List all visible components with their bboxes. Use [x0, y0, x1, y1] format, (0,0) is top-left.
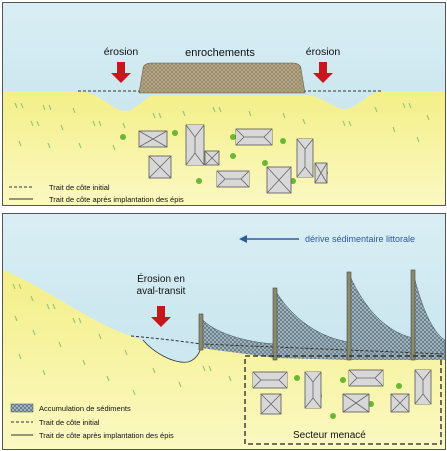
- erosion-arrow-icon: [313, 62, 333, 83]
- enrochements-mound: [138, 62, 306, 94]
- erosion-label-line2: aval-transit: [137, 286, 186, 297]
- top-diagram: enrochements érosion érosion: [3, 3, 445, 205]
- sector-label: Secteur menacé: [293, 430, 366, 441]
- erosion-arrow-icon: [151, 306, 171, 327]
- top-panel: enrochements érosion érosion: [2, 2, 446, 206]
- legend-after-label: Trait de côte après implantation des épi…: [49, 195, 184, 204]
- legend-accumulation-label: Accumulation de sédiments: [39, 404, 131, 413]
- erosion-label-line1: Érosion en: [137, 272, 185, 285]
- drift-arrow-icon: [239, 235, 299, 243]
- vegetation: [14, 102, 430, 151]
- threatened-sector-box: [244, 355, 442, 445]
- land: [3, 270, 445, 449]
- legend-after-label: Trait de côte après implantation des épi…: [39, 431, 174, 440]
- drift-label: dérive sédimentaire littorale: [305, 234, 415, 244]
- house-icon: [138, 124, 328, 194]
- house-icon: [252, 369, 432, 415]
- vegetation: [12, 283, 232, 396]
- legend-accumulation-swatch: [10, 403, 34, 413]
- bottom-diagram: dérive sédimentaire littorale Érosion en…: [3, 214, 445, 449]
- bottom-panel: dérive sédimentaire littorale Érosion en…: [2, 213, 446, 450]
- legend-initial-label: Trait de côte initial: [39, 418, 100, 427]
- erosion-bay: [142, 339, 202, 363]
- legend-initial-label: Trait de côte initial: [49, 183, 110, 192]
- enrochements-label: enrochements: [185, 47, 255, 59]
- land: [3, 91, 445, 205]
- erosion-right-label: érosion: [306, 46, 341, 58]
- groyne-icon: [198, 269, 416, 361]
- erosion-arrow-icon: [111, 62, 131, 83]
- erosion-left-label: érosion: [104, 46, 139, 58]
